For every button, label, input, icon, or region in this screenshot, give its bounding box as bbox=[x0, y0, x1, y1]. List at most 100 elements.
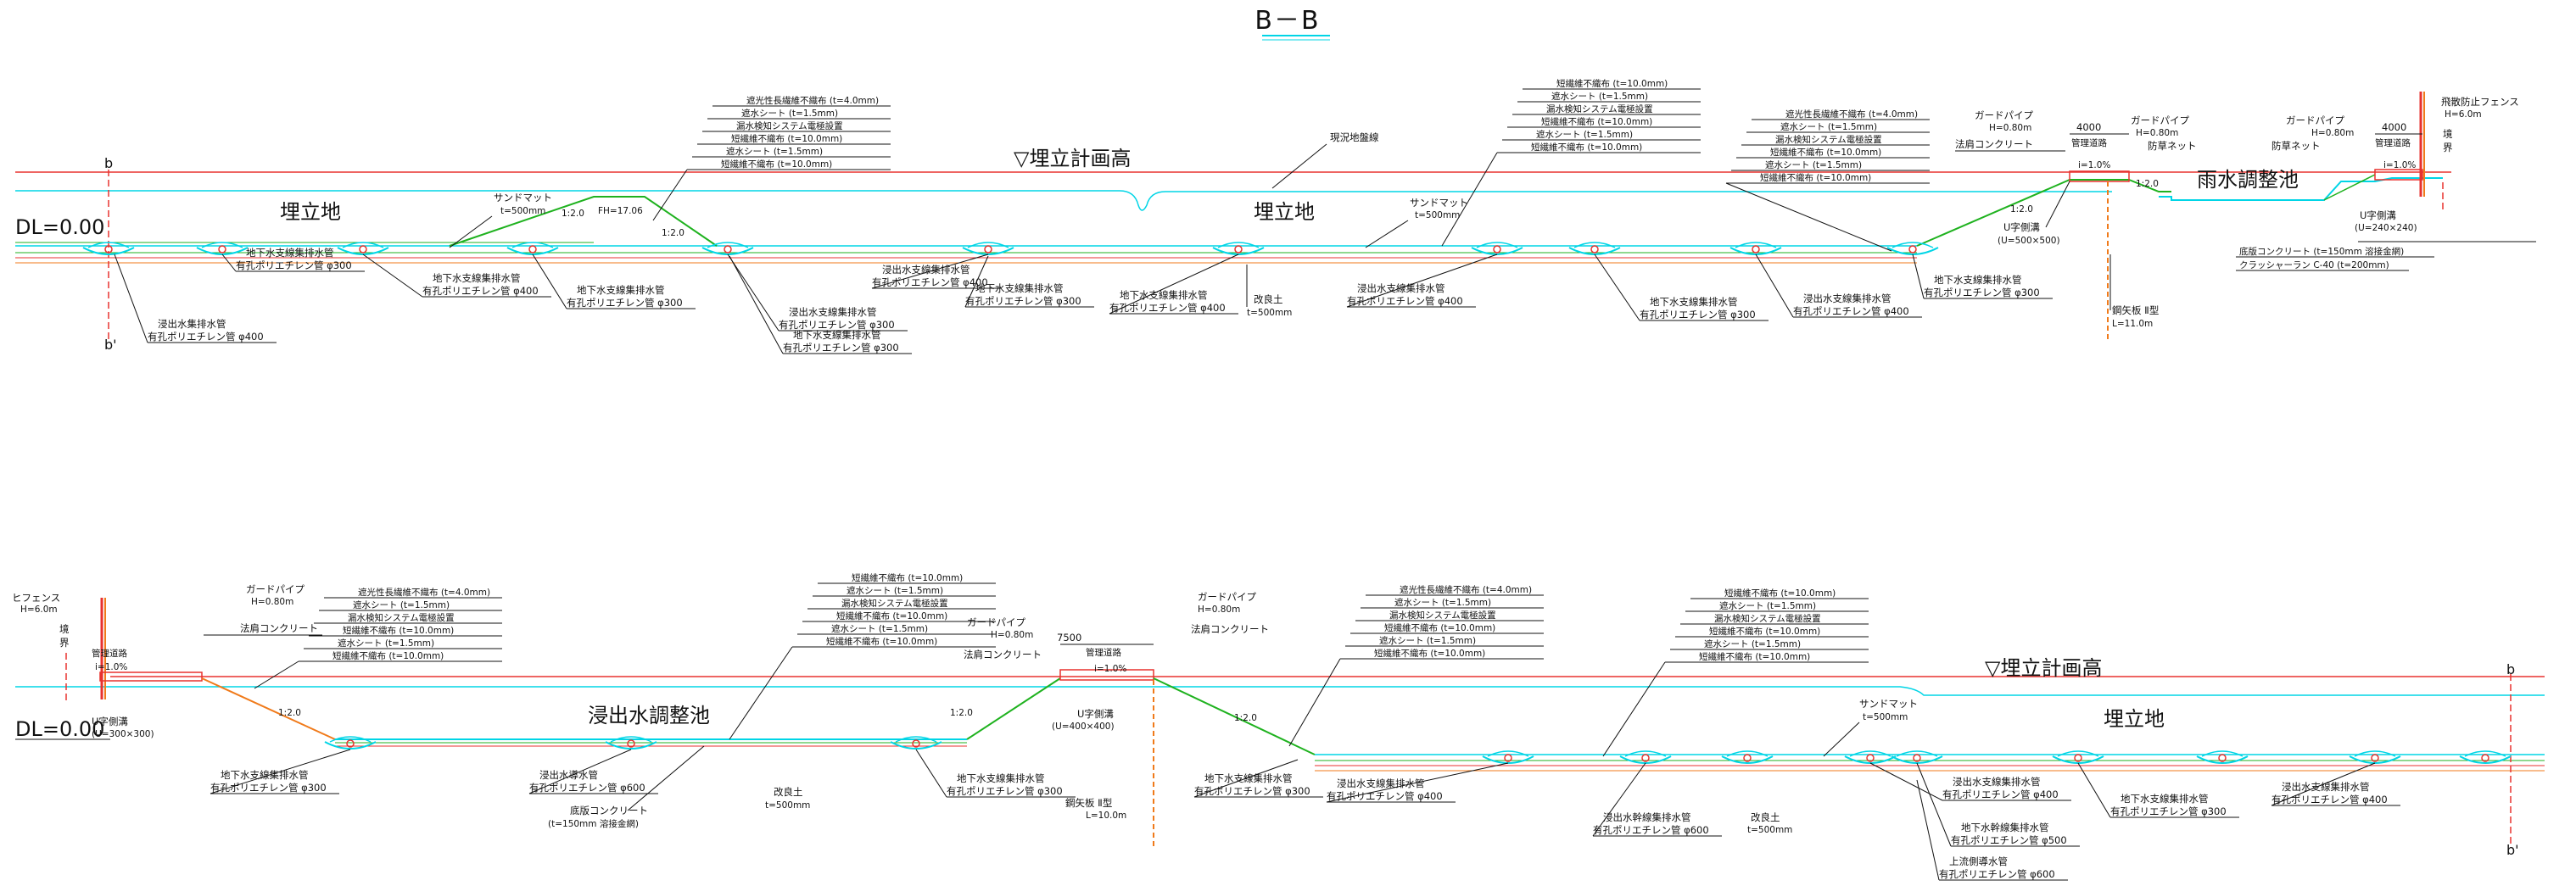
bottom-pipe-label-spec: 有孔ポリエチレン管 φ600 bbox=[1593, 824, 1709, 836]
top-stack-b-leader bbox=[1441, 152, 1498, 247]
top-stack-a-line: 短繊維不織布 (t=10.0mm) bbox=[731, 133, 842, 144]
pipe-cover bbox=[1476, 242, 1518, 248]
bottom-pond-label: 浸出水調整池 bbox=[588, 704, 710, 727]
bottom-pipe-label-leader bbox=[2271, 762, 2376, 806]
top-sandmat-b-1: サンドマット bbox=[1410, 197, 1468, 209]
top-pipe-label-title: 地下水支線集排水管 bbox=[246, 247, 334, 259]
top-pipe-label-leader bbox=[964, 255, 989, 308]
top-pipe-label-leader bbox=[221, 254, 237, 272]
top-pipe-label-leader bbox=[1109, 254, 1239, 315]
bottom-stack-a-line: 遮光性長繊維不織布 (t=4.0mm) bbox=[358, 587, 490, 598]
top-stack-c-line: 遮光性長繊維不織布 (t=4.0mm) bbox=[1785, 109, 1918, 120]
pipe-cover bbox=[2057, 750, 2099, 757]
top-slope-c: 1:2.0 bbox=[2010, 204, 2033, 215]
bottom-fence-2: H=6.0m bbox=[20, 605, 58, 615]
top-guard2-2: H=0.80m bbox=[2136, 128, 2178, 138]
bottom-pipe-label-title: 浸出水支線集排水管 bbox=[1953, 776, 2041, 788]
top-ugawa2-2: (U=240×240) bbox=[2355, 223, 2417, 233]
bottom-sandmat-2: t=500mm bbox=[1863, 712, 1908, 722]
bottom-stack-a-line: 遮水シート (t=1.5mm) bbox=[353, 599, 450, 610]
bottom-stack-a-line: 漏水検知システム電極設置 bbox=[348, 612, 455, 623]
top-fence-1: 飛散防止フェンス bbox=[2441, 96, 2519, 108]
top-sheetpile-1: 鋼矢板 Ⅱ型 bbox=[2112, 304, 2159, 316]
pipe-cover bbox=[329, 736, 372, 743]
top-sandmat-a-1: サンドマット bbox=[494, 192, 552, 203]
top-slope-d: 1:2.0 bbox=[2136, 179, 2159, 189]
top-guard1-2: H=0.80m bbox=[1989, 123, 2031, 133]
pipe-cover bbox=[342, 242, 384, 248]
pipe-trench bbox=[1891, 755, 1943, 764]
top-pipe-label-spec: 有孔ポリエチレン管 φ400 bbox=[1347, 295, 1463, 307]
pipe-trench bbox=[1482, 755, 1534, 764]
bottom-stack-b-leader bbox=[729, 646, 793, 740]
bottom-pipe-label-leader bbox=[528, 749, 632, 794]
pipe-circle bbox=[346, 739, 355, 748]
bottom-section bbox=[15, 598, 2545, 848]
top-stack-c-line: 短繊維不織布 (t=10.0mm) bbox=[1770, 147, 1881, 158]
top-road-width: 4000 bbox=[2076, 121, 2101, 133]
top-existing-ground-line bbox=[15, 190, 2112, 211]
bottom-norimen2: 法肩コンクリート bbox=[964, 649, 1042, 660]
bottom-road-center bbox=[1059, 669, 1154, 681]
pipe-circle bbox=[2371, 754, 2379, 762]
bottom-stack-d-line: 遮水シート (t=1.5mm) bbox=[1704, 638, 1801, 649]
bottom-left-slope bbox=[201, 677, 336, 740]
bottom-stack-a-line: 短繊維不織布 (t=10.0mm) bbox=[343, 625, 454, 636]
bottom-pipe-label-title: 地下水幹線集排水管 bbox=[1961, 822, 2049, 833]
top-pipe-label-spec: 有孔ポリエチレン管 φ400 bbox=[1109, 302, 1226, 314]
bottom-guard1-1: ガードパイプ bbox=[246, 583, 305, 595]
bottom-stack-c-line: 短繊維不織布 (t=10.0mm) bbox=[1384, 622, 1495, 633]
bottom-pond-right-slope bbox=[966, 677, 1061, 740]
top-pipe-label-spec: 有孔ポリエチレン管 φ400 bbox=[872, 276, 988, 288]
pipe-trench bbox=[1844, 755, 1897, 764]
bottom-norimen1: 法肩コンクリート bbox=[240, 622, 318, 634]
bottom-guard2-1: ガードパイプ bbox=[967, 616, 1025, 628]
top-ugawa-1: U字側溝 bbox=[2003, 221, 2040, 233]
pipe-cover bbox=[511, 242, 554, 248]
bottom-pipe-markers bbox=[324, 736, 2512, 764]
pipe-trench bbox=[196, 247, 249, 255]
pipe-cover bbox=[1891, 242, 1934, 248]
bottom-stack-a-line: 短繊維不織布 (t=10.0mm) bbox=[332, 650, 444, 661]
bottom-pipe-label-spec: 有孔ポリエチレン管 φ300 bbox=[210, 782, 327, 794]
pipe-trench bbox=[605, 741, 657, 749]
bottom-pipe-label-title: 上流側導水管 bbox=[1949, 855, 2008, 867]
top-stack-a-line: 遮水シート (t=1.5mm) bbox=[726, 146, 823, 157]
top-bosou1: 防草ネット bbox=[2148, 140, 2197, 152]
pipe-circle bbox=[104, 245, 113, 254]
top-pipe-label-spec: 有孔ポリエチレン管 φ300 bbox=[236, 259, 352, 271]
pipe-circle bbox=[2218, 754, 2227, 762]
pipe-circle bbox=[724, 245, 732, 254]
pipe-cover bbox=[1849, 750, 1891, 757]
top-pipe-label-leader bbox=[362, 254, 423, 298]
top-pipe-label-spec: 有孔ポリエチレン管 φ300 bbox=[567, 297, 683, 309]
pipe-cover bbox=[1487, 750, 1529, 757]
bottom-stack-d-line: 短繊維不織布 (t=10.0mm) bbox=[1709, 626, 1820, 637]
top-kairyo-2: t=500mm bbox=[1247, 308, 1292, 318]
top-pipe-label-spec: 有孔ポリエチレン管 φ300 bbox=[1640, 309, 1756, 320]
bottom-stack-b-line: 漏水検知システム電極設置 bbox=[841, 598, 948, 609]
pipe-trench bbox=[1212, 247, 1265, 255]
pipe-trench bbox=[1886, 247, 1939, 255]
bottom-area-right: 埋立地 bbox=[2104, 707, 2165, 731]
bottom-ugawa1-1: U字側溝 bbox=[92, 716, 128, 727]
bottom-pipe-label-spec: 有孔ポリエチレン管 φ500 bbox=[1951, 834, 2067, 846]
pipe-cover bbox=[2464, 750, 2506, 757]
bottom-kairyo1-2: t=500mm bbox=[765, 800, 810, 811]
bottom-pipe-label-leader bbox=[1193, 759, 1299, 798]
pipe-circle bbox=[984, 245, 992, 254]
bottom-sheetpile-1: 鋼矢板 Ⅱ型 bbox=[1065, 797, 1112, 809]
pipe-trench bbox=[1729, 247, 1782, 255]
top-pipe-label-title: 地下水支線集排水管 bbox=[793, 329, 881, 341]
bottom-road2-label: 管理道路 bbox=[1086, 647, 1121, 658]
pipe-circle bbox=[359, 245, 367, 254]
top-pipe-label-title: 地下水支線集排水管 bbox=[1120, 289, 1208, 301]
top-stack-c-leader bbox=[1725, 182, 1892, 252]
bottom-plan-level-label: ▽埋立計画高 bbox=[1985, 656, 2102, 680]
pipe-circle bbox=[2481, 754, 2489, 762]
pipe-circle bbox=[218, 245, 226, 254]
pipe-cover bbox=[1217, 242, 1260, 248]
top-section-b: b bbox=[104, 155, 113, 171]
bottom-pipe-label-leader bbox=[1916, 779, 1940, 881]
bottom-pipe-label-spec: 有孔ポリエチレン管 φ600 bbox=[1939, 868, 2055, 880]
